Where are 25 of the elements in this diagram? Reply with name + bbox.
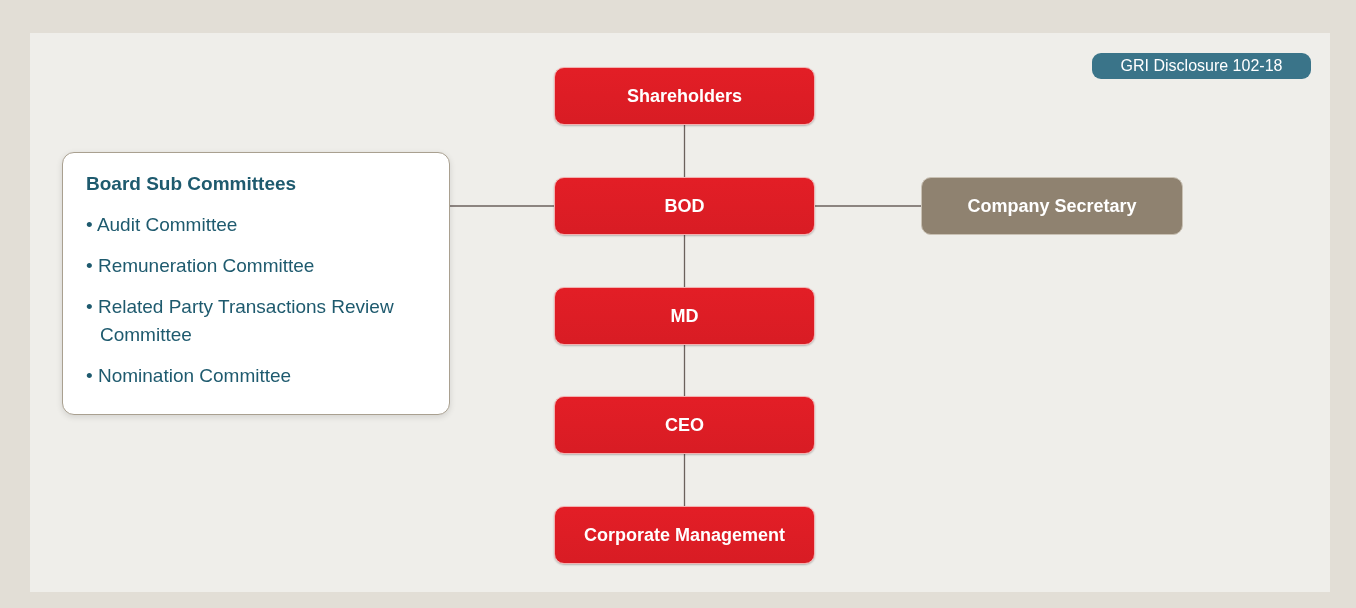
org-box — [554, 287, 815, 345]
committee-list-card — [62, 152, 450, 415]
connector-line — [683, 344, 686, 397]
connector-line — [683, 124, 686, 178]
box-label: Company Secretary — [967, 195, 1137, 217]
org-box — [554, 396, 815, 454]
org-box — [554, 506, 815, 564]
box-label: BOD — [664, 195, 705, 217]
connector-line — [449, 205, 555, 207]
box-label: Corporate Management — [583, 524, 785, 546]
connector-line — [683, 234, 686, 288]
list-item: • Audit Committee — [86, 214, 238, 235]
box-label: MD — [670, 305, 699, 327]
connector-line — [683, 453, 686, 507]
card-heading: Board Sub Committees — [86, 173, 297, 195]
org-box — [921, 177, 1183, 235]
list-item: • Nomination Committee — [86, 365, 292, 386]
connector-line — [814, 205, 922, 207]
org-box — [554, 177, 815, 235]
list-item: • Related Party Transactions Review Committee — [86, 296, 394, 345]
box-label: CEO — [665, 414, 704, 436]
list-item: • Remuneration Committee — [86, 255, 315, 276]
disclosure-badge: GRI Disclosure 102-18 — [1092, 53, 1311, 79]
box-label: Shareholders — [626, 85, 742, 107]
org-box — [554, 67, 815, 125]
